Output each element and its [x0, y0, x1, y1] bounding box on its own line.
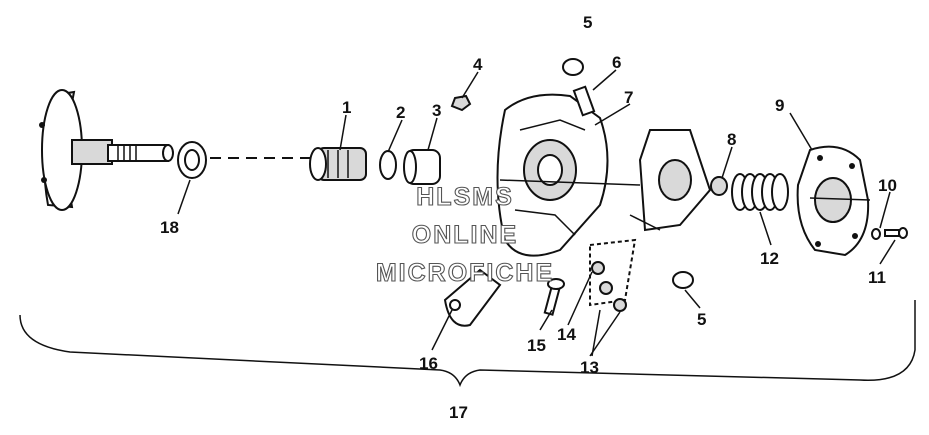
spider-plate — [629, 129, 712, 232]
spring-12 — [731, 173, 789, 211]
watermark: HLSMS ONLINE MICROFICHE — [375, 182, 554, 287]
watermark-line-1: HLSMS — [416, 183, 514, 211]
leader-lines — [177, 69, 896, 357]
callout-18: 18 — [160, 218, 179, 237]
assembly-brace — [19, 300, 916, 388]
callout-6: 6 — [612, 53, 621, 72]
callout-5-bottom: 5 — [697, 310, 706, 329]
callout-16: 16 — [419, 354, 438, 373]
callout-8: 8 — [727, 130, 736, 149]
callout-3: 3 — [432, 101, 441, 120]
callout-10: 10 — [878, 176, 897, 195]
hub-1 — [309, 147, 367, 181]
callout-5-top: 5 — [583, 13, 592, 32]
watermark-line-3: MICROFICHE — [376, 259, 554, 287]
bushing-3 — [403, 149, 441, 185]
roller-cap-5 — [562, 58, 584, 76]
ring-2 — [379, 150, 397, 180]
watermark-line-2: ONLINE — [412, 221, 518, 249]
callout-13: 13 — [580, 358, 599, 377]
callout-14: 14 — [557, 325, 576, 344]
callout-11: 11 — [868, 268, 886, 287]
movable-sheave-7 — [496, 93, 641, 257]
callout-17: 17 — [449, 403, 468, 422]
nut-4 — [450, 94, 472, 112]
cover-9 — [796, 145, 871, 257]
callout-1: 1 — [342, 98, 351, 117]
screw-11 — [884, 227, 908, 239]
roller-cap-5-lower — [672, 271, 694, 289]
washer-10 — [871, 228, 881, 240]
callout-4: 4 — [473, 55, 483, 74]
callout-9: 9 — [775, 96, 784, 115]
callout-15: 15 — [527, 336, 546, 355]
nut-8 — [710, 176, 728, 196]
bracket-16 — [443, 268, 502, 327]
washer-18 — [177, 141, 207, 179]
fixed-sheave-shaft — [39, 89, 174, 211]
callout-12: 12 — [760, 249, 779, 268]
roller-panel-13-14 — [589, 238, 637, 312]
pin-6 — [572, 85, 596, 117]
callout-labels: 1 2 3 4 5 5 6 7 8 9 10 11 12 13 14 15 16… — [160, 13, 897, 422]
callout-7: 7 — [624, 88, 633, 107]
bolt-15 — [543, 278, 565, 316]
callout-2: 2 — [396, 103, 405, 122]
